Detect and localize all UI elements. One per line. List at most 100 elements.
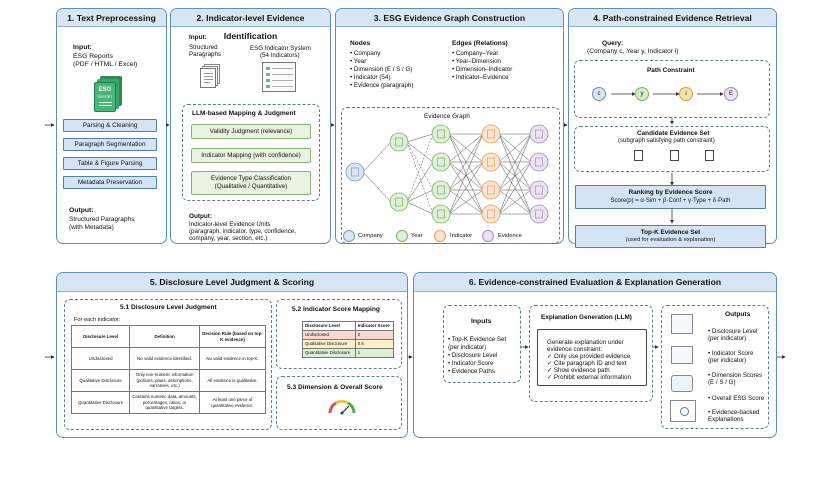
indicator-grid-icon bbox=[262, 62, 296, 92]
score-card-icon bbox=[671, 346, 693, 364]
panel-graph-construction: 3. ESG Evidence Graph Construction bbox=[335, 8, 564, 244]
output-item: Explanations bbox=[708, 416, 744, 423]
path-constraint-box bbox=[574, 60, 770, 118]
year-node bbox=[389, 132, 409, 152]
path-title: Path Constraint bbox=[647, 67, 695, 74]
gauge-icon bbox=[328, 399, 356, 415]
dimension-node bbox=[431, 124, 451, 144]
node-item: • Dimension (E / S / G) bbox=[350, 66, 413, 73]
flow-arrows bbox=[670, 118, 674, 224]
ranking-box: Ranking by Evidence Score Score(p) = α·S… bbox=[575, 185, 766, 209]
indicator-node-glyph bbox=[487, 185, 495, 195]
output-item: • Disclosure Level bbox=[708, 328, 758, 335]
evidence-node-glyph bbox=[535, 129, 543, 139]
input-item: (per indicator) bbox=[448, 344, 487, 351]
table-header-cell: Indicator Score bbox=[354, 321, 395, 331]
dimension-node-glyph bbox=[437, 157, 445, 167]
validity-judgment-box: Validity Judgment (relevance) bbox=[191, 124, 311, 139]
graph-edge bbox=[498, 133, 532, 215]
candidate-doc-icon bbox=[634, 150, 643, 161]
input-item: • Disclosure Level bbox=[448, 352, 498, 359]
candidate-doc-icon bbox=[670, 150, 679, 161]
input-label: Input: bbox=[189, 34, 207, 41]
graph-edge bbox=[448, 133, 484, 163]
table-cell: 0 bbox=[354, 330, 395, 340]
graph-title: Evidence Graph bbox=[424, 113, 470, 120]
candidate-title: Candidate Evidence Set bbox=[637, 130, 710, 137]
llm-title: LLM-based Mapping & Judgment bbox=[192, 110, 296, 117]
explanation-inner-box bbox=[537, 329, 647, 386]
explanation-line: ✓ Only use provided evidence bbox=[547, 353, 631, 360]
evidence-graph bbox=[345, 124, 549, 224]
explanation-line: ✓ Prohibit external information bbox=[547, 374, 631, 381]
section-title: 5.3 Dimension & Overall Score bbox=[287, 384, 383, 391]
output-label: Output: bbox=[69, 207, 94, 214]
section-title: 5.2 Indicator Score Mapping bbox=[292, 306, 380, 313]
input-item: • Evidence Paths bbox=[448, 368, 495, 375]
step-table-figure-parsing: Table & Figure Parsing bbox=[63, 157, 157, 170]
table-header-cell: Decision Rule (based on top-K evidence) bbox=[199, 325, 266, 348]
year-node-glyph bbox=[395, 197, 403, 207]
graph-edge bbox=[498, 133, 532, 191]
indicator-node bbox=[481, 204, 501, 224]
edge-item: • Indicator–Evidence bbox=[452, 74, 509, 81]
indicator-node bbox=[481, 180, 501, 200]
indicator-node bbox=[481, 124, 501, 144]
output-item: • Overall ESG Score bbox=[708, 395, 765, 402]
dimension-node bbox=[431, 180, 451, 200]
dimension-node-glyph bbox=[437, 209, 445, 219]
table-cell: 0.5 bbox=[354, 339, 395, 349]
input-item: • Top-K Evidence Set bbox=[448, 336, 507, 343]
output-item: (per indicator) bbox=[708, 357, 747, 364]
path-node-evidence: E bbox=[724, 87, 738, 101]
table-cell: Only non-numeric information (policies, … bbox=[129, 369, 201, 392]
topk-box: Top-K Evidence Set (used for evaluation … bbox=[575, 225, 766, 248]
panel-evaluation-explanation: 6. Evidence-constrained Evaluation & Exp… bbox=[413, 272, 777, 438]
input-text: Paragraphs bbox=[189, 51, 221, 58]
table-cell: 1 bbox=[354, 348, 395, 358]
outputs-box bbox=[661, 305, 769, 429]
graph-edge bbox=[448, 133, 484, 215]
evidence-node bbox=[529, 152, 549, 172]
explanation-line: evidence constraint: bbox=[547, 346, 603, 353]
indicator-node-glyph bbox=[487, 209, 495, 219]
output-label: Output: bbox=[189, 213, 213, 220]
panel-title: 4. Path-constrained Evidence Retrieval bbox=[569, 9, 776, 27]
magnifier-icon bbox=[670, 400, 696, 422]
explanation-title: Explanation Generation (LLM) bbox=[541, 314, 632, 321]
dimension-node-glyph bbox=[437, 185, 445, 195]
graph-edge bbox=[406, 161, 434, 203]
path-node-indicator: i bbox=[679, 87, 693, 101]
node-item: • Company bbox=[350, 50, 381, 57]
path-arrows bbox=[611, 92, 724, 96]
legend-company-icon bbox=[343, 230, 355, 242]
edge-item: • Dimension–Indicator bbox=[452, 66, 513, 73]
for-each-label: For each indicator: bbox=[74, 317, 121, 323]
indicator-node-glyph bbox=[487, 157, 495, 167]
evidence-type-box: Evidence Type Classification (Qualitativ… bbox=[191, 171, 311, 195]
panel-title: 1. Text Preprocessing bbox=[57, 9, 166, 27]
graph-edge bbox=[498, 189, 532, 215]
graph-edge bbox=[498, 133, 532, 163]
graph-edge bbox=[448, 189, 484, 215]
input-text: Structured bbox=[189, 44, 218, 51]
graph-edge bbox=[498, 161, 532, 191]
dimension-node-glyph bbox=[437, 129, 445, 139]
company-node-glyph bbox=[351, 167, 359, 177]
table-cell: No valid evidence in top-K. bbox=[199, 347, 266, 370]
input-text: (PDF / HTML / Excel) bbox=[73, 61, 138, 68]
graph-edge bbox=[448, 133, 484, 191]
nodes-label: Nodes bbox=[350, 40, 371, 47]
arrow-right-icon bbox=[521, 345, 529, 349]
legend-indicator-icon bbox=[434, 230, 446, 242]
panel-title: 3. ESG Evidence Graph Construction bbox=[336, 9, 563, 27]
step-paragraph-segmentation: Paragraph Segmentation bbox=[63, 138, 157, 151]
explanation-line: ✓ Show evidence path bbox=[547, 367, 610, 374]
indicator-node bbox=[481, 152, 501, 172]
graph-edge bbox=[406, 141, 434, 215]
explanation-line: ✓ Cite paragraph ID and text bbox=[547, 360, 627, 367]
